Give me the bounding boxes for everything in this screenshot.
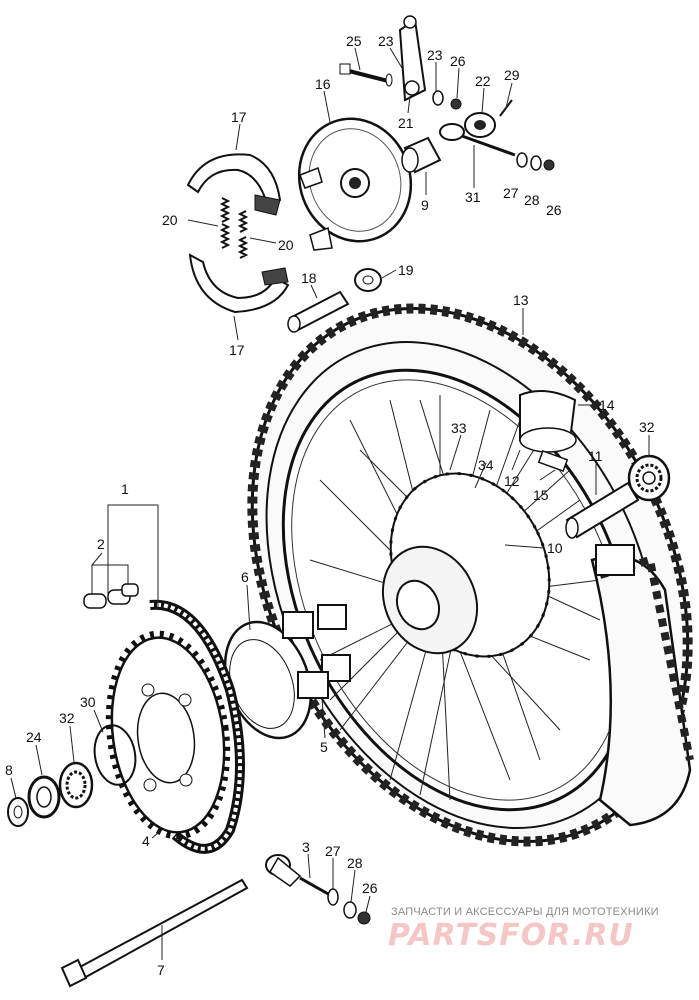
callout-28: 28: [347, 855, 363, 871]
callout-18: 18: [301, 270, 317, 286]
callout-6: 6: [241, 569, 249, 585]
callout-12: 12: [504, 473, 520, 489]
side-collar: [7, 797, 29, 827]
callout-32: 32: [639, 419, 655, 435]
callout-34: 34: [478, 457, 494, 473]
callout-23: 23: [378, 33, 394, 49]
callout-23: 23: [427, 47, 443, 63]
hub-damper: [282, 604, 351, 699]
callout-31: 31: [465, 189, 481, 205]
axle-adjuster-plate: [265, 854, 331, 897]
callout-26: 26: [450, 53, 466, 69]
tube-section: [519, 390, 577, 473]
watermark-caption: ЗАПЧАСТИ И АКСЕССУАРЫ ДЛЯ МОТОТЕХНИКИ: [391, 906, 659, 918]
arm-washers-nut: [432, 90, 462, 110]
arm-bolt: [339, 63, 393, 87]
callout-29: 29: [504, 67, 520, 83]
callout-26: 26: [546, 202, 562, 218]
brake-panel: [297, 117, 413, 251]
chain-master-link: [83, 583, 139, 609]
bearing-right: [627, 454, 671, 502]
callout-20: 20: [278, 237, 294, 253]
callout-10: 10: [547, 540, 563, 556]
circlip: [93, 724, 137, 786]
callout-3: 3: [302, 839, 310, 855]
callout-30: 30: [80, 694, 96, 710]
brake-shoe-lower: [188, 253, 290, 314]
callout-21: 21: [398, 115, 414, 131]
leader-lines: [10, 47, 650, 960]
callout-5: 5: [320, 739, 328, 755]
callout-2: 2: [97, 536, 105, 552]
adjuster-bolt: [439, 123, 516, 157]
callout-26: 26: [362, 880, 378, 896]
callout-17: 17: [229, 342, 245, 358]
callout-1: 1: [121, 481, 129, 497]
callout-28: 28: [524, 192, 540, 208]
brake-springs: [219, 197, 249, 259]
callout-13: 13: [513, 292, 529, 308]
callout-17: 17: [231, 109, 247, 125]
callout-20: 20: [162, 212, 178, 228]
axle-washers-nut: [327, 888, 371, 925]
axle-spacer: [565, 481, 640, 539]
callout-27: 27: [503, 185, 519, 201]
callout-32: 32: [59, 710, 75, 726]
callout-15: 15: [533, 487, 549, 503]
brake-arm: [398, 15, 427, 102]
callout-25: 25: [346, 33, 362, 49]
bearing-left: [58, 761, 94, 809]
oil-seal: [27, 775, 61, 819]
rear-axle: [60, 878, 249, 988]
callout-8: 8: [5, 762, 13, 778]
hub: [381, 472, 551, 658]
callout-11: 11: [588, 448, 603, 464]
callouts: 25 23 23 26 22 29 16 21 17 9 31 27 28 26…: [5, 33, 655, 978]
collar: [401, 136, 442, 174]
brake-cam: [287, 290, 350, 333]
callout-19: 19: [398, 262, 414, 278]
callout-14: 14: [599, 397, 615, 413]
watermark-logo: PARTSFOR.RU: [388, 918, 634, 953]
rear-sprocket: [105, 630, 231, 840]
callout-24: 24: [26, 729, 42, 745]
tire-section-cutaway: [590, 544, 694, 827]
cam-seal: [354, 268, 382, 292]
adjuster-nut: [464, 112, 496, 138]
callout-16: 16: [315, 76, 331, 92]
callout-33: 33: [451, 420, 467, 436]
callout-22: 22: [475, 73, 491, 89]
brake-shoe-upper: [186, 153, 282, 216]
callout-4: 4: [142, 833, 150, 849]
callout-27: 27: [325, 843, 341, 859]
adjuster-washers: [516, 152, 555, 171]
callout-9: 9: [421, 197, 429, 213]
callout-7: 7: [157, 962, 165, 978]
drive-chain: [149, 599, 245, 854]
